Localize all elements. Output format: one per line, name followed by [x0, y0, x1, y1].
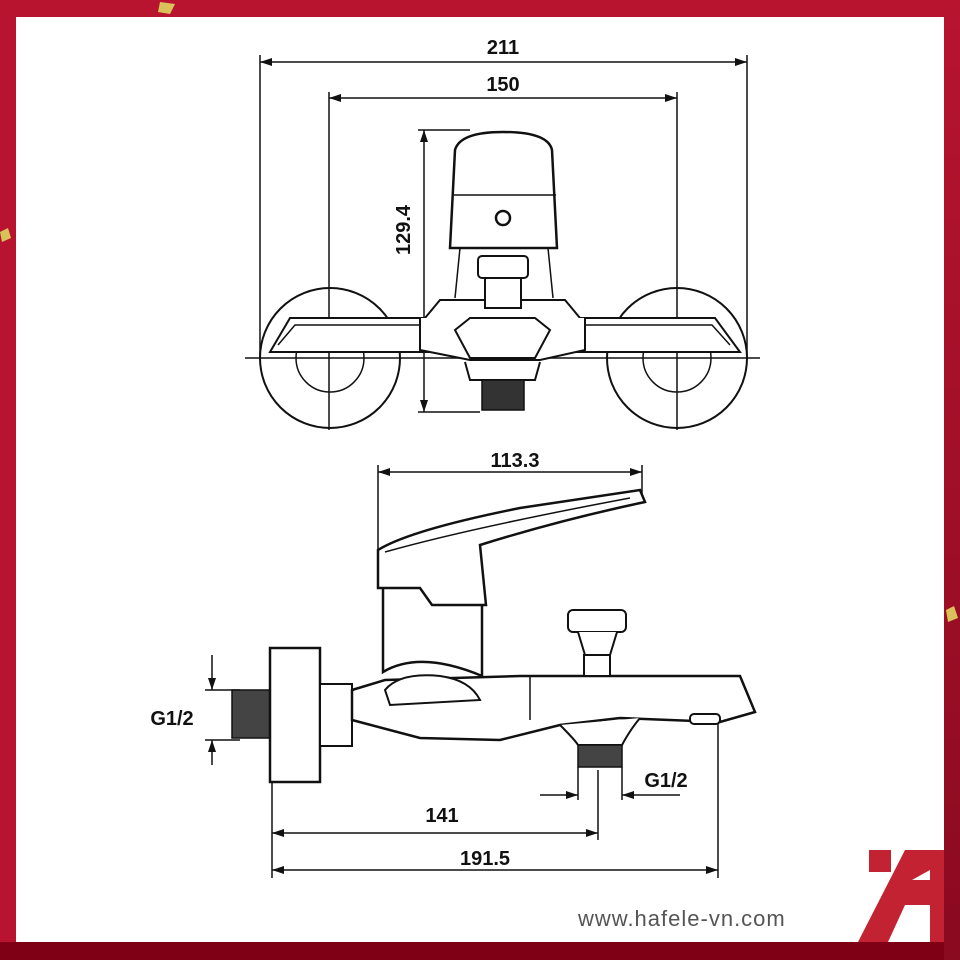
confetti	[158, 2, 175, 14]
dim-211: 211	[487, 37, 519, 59]
frame-right-bar	[944, 0, 960, 960]
confetti	[0, 228, 11, 242]
dim-129-4: 129.4	[393, 204, 415, 255]
frame-bottom-bar	[0, 942, 960, 960]
top-view	[245, 55, 760, 430]
website-url[interactable]: www.hafele-vn.com	[578, 906, 786, 931]
dim-g12-outlet: G1/2	[644, 770, 687, 792]
side-view	[205, 465, 757, 878]
hafele-logo	[858, 850, 944, 942]
dim-141: 141	[425, 805, 458, 827]
dim-150: 150	[486, 74, 519, 96]
confetti	[946, 606, 958, 622]
dim-191-5: 191.5	[460, 848, 510, 870]
dim-g12-inlet: G1/2	[150, 708, 193, 730]
dim-113-3: 113.3	[491, 450, 540, 472]
